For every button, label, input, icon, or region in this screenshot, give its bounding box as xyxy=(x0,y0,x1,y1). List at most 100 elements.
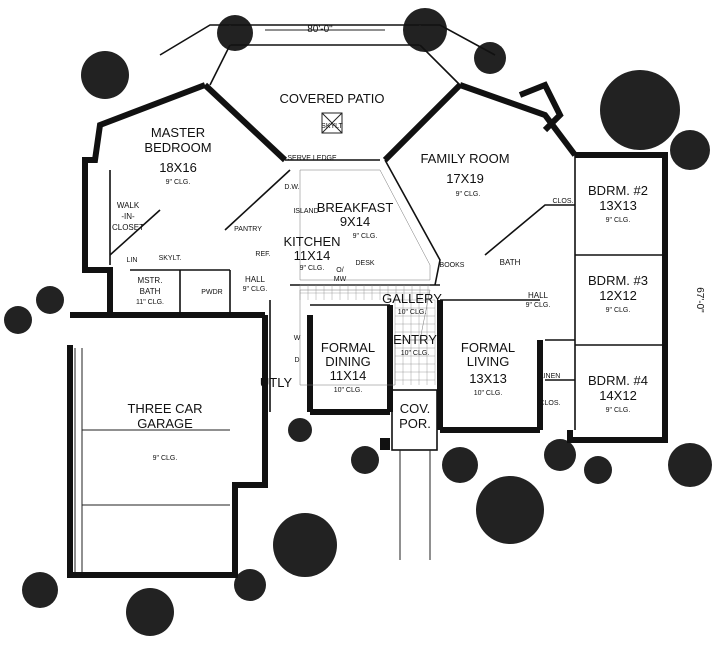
shrub-icon xyxy=(584,456,612,484)
family-room-size: 17X19 xyxy=(446,171,484,186)
books-label: BOOKS xyxy=(440,262,465,269)
shrub-icon xyxy=(4,306,32,334)
formal-dining-ceiling: 10" CLG. xyxy=(334,387,363,394)
room-labels: 80'-0" 67'-0" COVERED PATIO SKYLT MASTER… xyxy=(112,24,705,462)
kitchen-size: 11X14 xyxy=(294,248,331,263)
shrub-icon xyxy=(668,443,712,487)
shrub-icon xyxy=(36,286,64,314)
bedroom-2-size: 13X13 xyxy=(599,198,637,213)
tile-grid xyxy=(299,284,436,385)
formal-dining-label-2: DINING xyxy=(325,354,371,369)
patio-skylight-label: SKYLT xyxy=(321,123,343,130)
formal-living-ceiling: 10" CLG. xyxy=(474,390,503,397)
garage-label-1: THREE CAR xyxy=(127,401,202,416)
bath-label: BATH xyxy=(500,258,521,267)
bedroom-2-label: BDRM. #2 xyxy=(588,183,648,198)
garage-ceiling: 9" CLG. xyxy=(153,455,178,462)
kitchen-ceiling: 9" CLG. xyxy=(300,265,325,272)
bath-skylight-label: SKYLT. xyxy=(159,255,182,262)
closet-2-label: CLOS. xyxy=(552,198,573,205)
landscaping xyxy=(4,8,712,636)
shrub-icon xyxy=(126,588,174,636)
hall-right-label: HALL xyxy=(528,291,549,300)
refrigerator-label: REF. xyxy=(255,251,270,258)
microwave-label: MW xyxy=(334,276,347,283)
gallery-ceiling: 10" CLG. xyxy=(398,309,427,316)
closet-4-label: CLOS. xyxy=(539,400,560,407)
island-label: ISLAND xyxy=(293,208,318,215)
shrub-icon xyxy=(217,15,253,51)
master-bedroom-size: 18X16 xyxy=(159,160,197,175)
bedroom-3-ceiling: 9" CLG. xyxy=(606,307,631,314)
shrub-icon xyxy=(600,70,680,150)
shrub-icon xyxy=(476,476,544,544)
garage-label-2: GARAGE xyxy=(137,416,193,431)
width-dimension: 80'-0" xyxy=(307,24,333,35)
shrub-icon xyxy=(22,572,58,608)
porch-label-2: POR. xyxy=(399,416,431,431)
formal-dining-label-1: FORMAL xyxy=(321,340,375,355)
bedroom-3-size: 12X12 xyxy=(599,288,637,303)
formal-dining-size: 11X14 xyxy=(330,368,367,383)
formal-living-size: 13X13 xyxy=(469,371,507,386)
walk-in-closet-label-2: -IN- xyxy=(121,212,135,221)
hall-right-ceiling: 9" CLG. xyxy=(526,302,551,309)
hall-left-label: HALL xyxy=(245,275,266,284)
shrub-icon xyxy=(288,418,312,442)
family-room-label: FAMILY ROOM xyxy=(420,151,509,166)
linen-label: LINEN xyxy=(540,373,561,380)
walk-in-closet-label-3: CLOSET xyxy=(112,223,144,232)
washer-label: W xyxy=(294,335,301,342)
shrub-icon xyxy=(670,130,710,170)
serve-ledge-label: SERVE LEDGE xyxy=(287,155,337,162)
bedroom-4-size: 14X12 xyxy=(599,388,637,403)
dryer-label: D xyxy=(294,357,299,364)
covered-patio-label: COVERED PATIO xyxy=(280,91,385,106)
depth-dimension: 67'-0" xyxy=(694,287,705,313)
pantry-label: PANTRY xyxy=(234,226,262,233)
entry-label: ENTRY xyxy=(393,332,437,347)
entry-ceiling: 10" CLG. xyxy=(401,350,430,357)
bedroom-3-label: BDRM. #3 xyxy=(588,273,648,288)
kitchen-label: KITCHEN xyxy=(283,234,340,249)
formal-living-label-2: LIVING xyxy=(467,354,510,369)
porch-column-icon xyxy=(380,438,390,450)
linen-left-label: LIN xyxy=(127,257,138,264)
formal-living-label-1: FORMAL xyxy=(461,340,515,355)
master-bedroom-label-2: BEDROOM xyxy=(144,140,211,155)
master-bath-label-2: BATH xyxy=(140,287,161,296)
bedroom-4-ceiling: 9" CLG. xyxy=(606,407,631,414)
desk-label: DESK xyxy=(355,260,374,267)
master-bedroom-label-1: MASTER xyxy=(151,125,205,140)
bedroom-4-label: BDRM. #4 xyxy=(588,373,648,388)
shrub-icon xyxy=(273,513,337,577)
bedroom-2-ceiling: 9" CLG. xyxy=(606,217,631,224)
shrub-icon xyxy=(442,447,478,483)
breakfast-size: 9X14 xyxy=(340,214,370,229)
shrub-icon xyxy=(403,8,447,52)
shrub-icon xyxy=(81,51,129,99)
master-bath-ceiling: 11" CLG. xyxy=(136,299,164,306)
family-room-ceiling: 9" CLG. xyxy=(456,191,481,198)
dishwasher-label: D.W. xyxy=(284,184,299,191)
breakfast-ceiling: 9" CLG. xyxy=(353,233,378,240)
oven-label: O/ xyxy=(336,267,343,274)
hall-left-ceiling: 9" CLG. xyxy=(243,286,268,293)
covered-patio-outline xyxy=(159,24,496,134)
powder-room-label: PWDR xyxy=(201,289,222,296)
shrub-icon xyxy=(234,569,266,601)
porch-label-1: COV. xyxy=(400,401,431,416)
shrub-icon xyxy=(474,42,506,74)
utility-label: UTLY xyxy=(260,375,293,390)
garage-bays xyxy=(74,348,230,572)
master-bath-label-1: MSTR. xyxy=(138,276,163,285)
gallery-label: GALLERY xyxy=(382,291,442,306)
skylight-icon xyxy=(321,112,343,134)
master-bedroom-ceiling: 9" CLG. xyxy=(166,179,191,186)
walk-in-closet-label-1: WALK xyxy=(117,201,140,210)
shrub-icon xyxy=(544,439,576,471)
covered-porch xyxy=(380,389,438,560)
breakfast-label: BREAKFAST xyxy=(317,200,394,215)
exterior-walls xyxy=(67,81,668,578)
